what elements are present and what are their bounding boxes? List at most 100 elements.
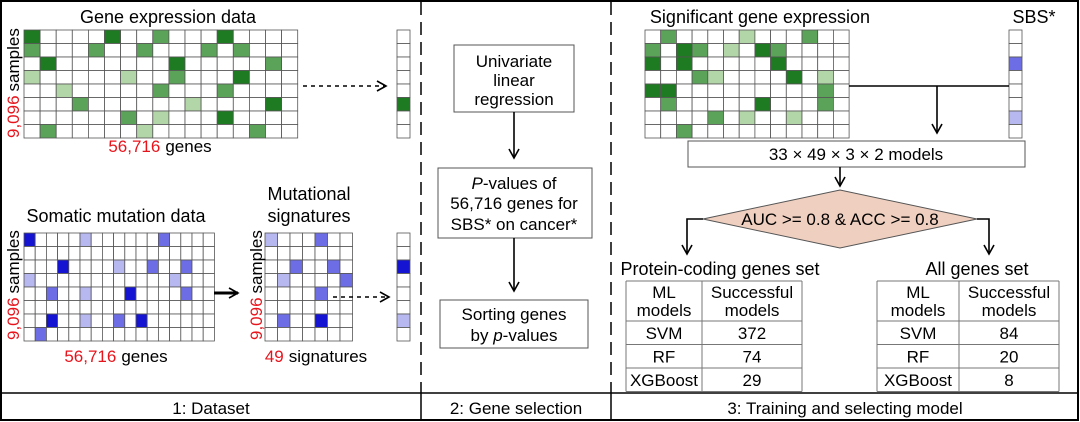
grid-cell	[801, 56, 819, 71]
table-cell-model: SVM	[900, 324, 937, 343]
grid-cell	[232, 97, 250, 112]
grid-cell	[264, 232, 278, 247]
grid-cell	[79, 273, 92, 288]
grid-cell	[660, 124, 677, 139]
grid-cell	[281, 43, 299, 58]
grid-cell	[168, 83, 186, 98]
grid-cell	[23, 70, 41, 85]
grid-cell	[184, 29, 202, 44]
grid-cell	[281, 56, 299, 71]
sorting-line1: Sorting genes	[462, 305, 567, 324]
grid-cell	[314, 327, 328, 342]
grid-cell	[152, 56, 170, 71]
grid-cell	[216, 83, 234, 98]
grid-cell	[113, 259, 126, 274]
grid-cell	[135, 300, 148, 315]
grid-cell	[676, 43, 693, 58]
grid-cell	[277, 273, 291, 288]
grid-cell	[39, 56, 57, 71]
grid-cell	[124, 327, 137, 342]
grid-cell	[644, 97, 662, 112]
pvalues-box	[437, 167, 593, 239]
grid-cell	[146, 232, 159, 247]
grid-cell	[68, 232, 81, 247]
grid-cell	[265, 29, 283, 44]
signatures-title-line1: Mutational	[267, 184, 350, 204]
grid-cell	[102, 273, 115, 288]
grid-cell	[79, 313, 92, 328]
grid-cell	[90, 286, 103, 301]
grid-cell	[339, 232, 353, 247]
grid-cell	[90, 246, 103, 261]
grid-cell	[202, 246, 215, 261]
grid-cell	[120, 29, 138, 44]
grid-cell	[216, 70, 234, 85]
grid-cell	[691, 70, 709, 85]
grid-cell	[184, 83, 202, 98]
grid-cell	[660, 83, 677, 98]
grid-cell	[723, 97, 740, 112]
grid-cell	[723, 43, 740, 58]
grid-cell	[200, 110, 218, 125]
grid-cell	[90, 273, 103, 288]
grid-cell	[289, 286, 303, 301]
grid-cell	[169, 327, 182, 342]
pvalues-line2: 56,716 genes for	[450, 194, 578, 213]
grid-cell	[723, 70, 740, 85]
grid-cell	[202, 273, 215, 288]
grid-cell	[23, 29, 41, 44]
grid-cell	[102, 246, 115, 261]
grid-cell	[23, 43, 41, 58]
grid-cell	[396, 83, 411, 98]
grid-cell	[738, 29, 756, 44]
grid-cell	[68, 300, 81, 315]
grid-cell	[265, 124, 283, 139]
grid-cell	[90, 300, 103, 315]
grid-cell	[314, 313, 328, 328]
grid-cell	[55, 43, 73, 58]
grid-cell	[135, 313, 148, 328]
grid-cell	[216, 110, 234, 125]
grid-cell	[817, 43, 834, 58]
grid-cell	[396, 259, 411, 274]
grid-cell	[135, 273, 148, 288]
result-table: All genes setMLmodelsSuccessfulmodelsSVM…	[876, 259, 1060, 392]
grid-cell	[202, 286, 215, 301]
grid-cell	[39, 110, 57, 125]
grid-cell	[136, 70, 154, 85]
grid-cell	[104, 43, 122, 58]
grid-cell	[248, 29, 266, 44]
grid-cell	[216, 97, 234, 112]
grid-cell	[169, 313, 182, 328]
grid-cell	[135, 327, 148, 342]
grid-cell	[152, 97, 170, 112]
grid-cell	[152, 83, 170, 98]
grid-cell	[833, 97, 850, 112]
grid-cell	[738, 97, 756, 112]
grid-cell	[90, 313, 103, 328]
grid-cell	[801, 124, 819, 139]
grid-cell	[146, 286, 159, 301]
grid-cell	[248, 110, 266, 125]
grid-cell	[232, 83, 250, 98]
grid-cell	[216, 29, 234, 44]
grid-cell	[248, 83, 266, 98]
grid-cell	[202, 232, 215, 247]
grid-cell	[691, 110, 709, 125]
grid-cell	[79, 246, 92, 261]
grid-cell	[180, 313, 193, 328]
grid-cell	[113, 232, 126, 247]
grid-cell	[676, 97, 693, 112]
grid-cell	[184, 56, 202, 71]
grid-cell	[691, 43, 709, 58]
grid-cell	[754, 56, 772, 71]
grid-cell	[124, 313, 137, 328]
table-cell-count: 29	[743, 371, 762, 390]
grid-cell	[57, 232, 70, 247]
panel2-footer: 2: Gene selection	[450, 399, 582, 418]
grid-cell	[169, 286, 182, 301]
grid-cell	[738, 70, 756, 85]
grid-cell	[200, 97, 218, 112]
